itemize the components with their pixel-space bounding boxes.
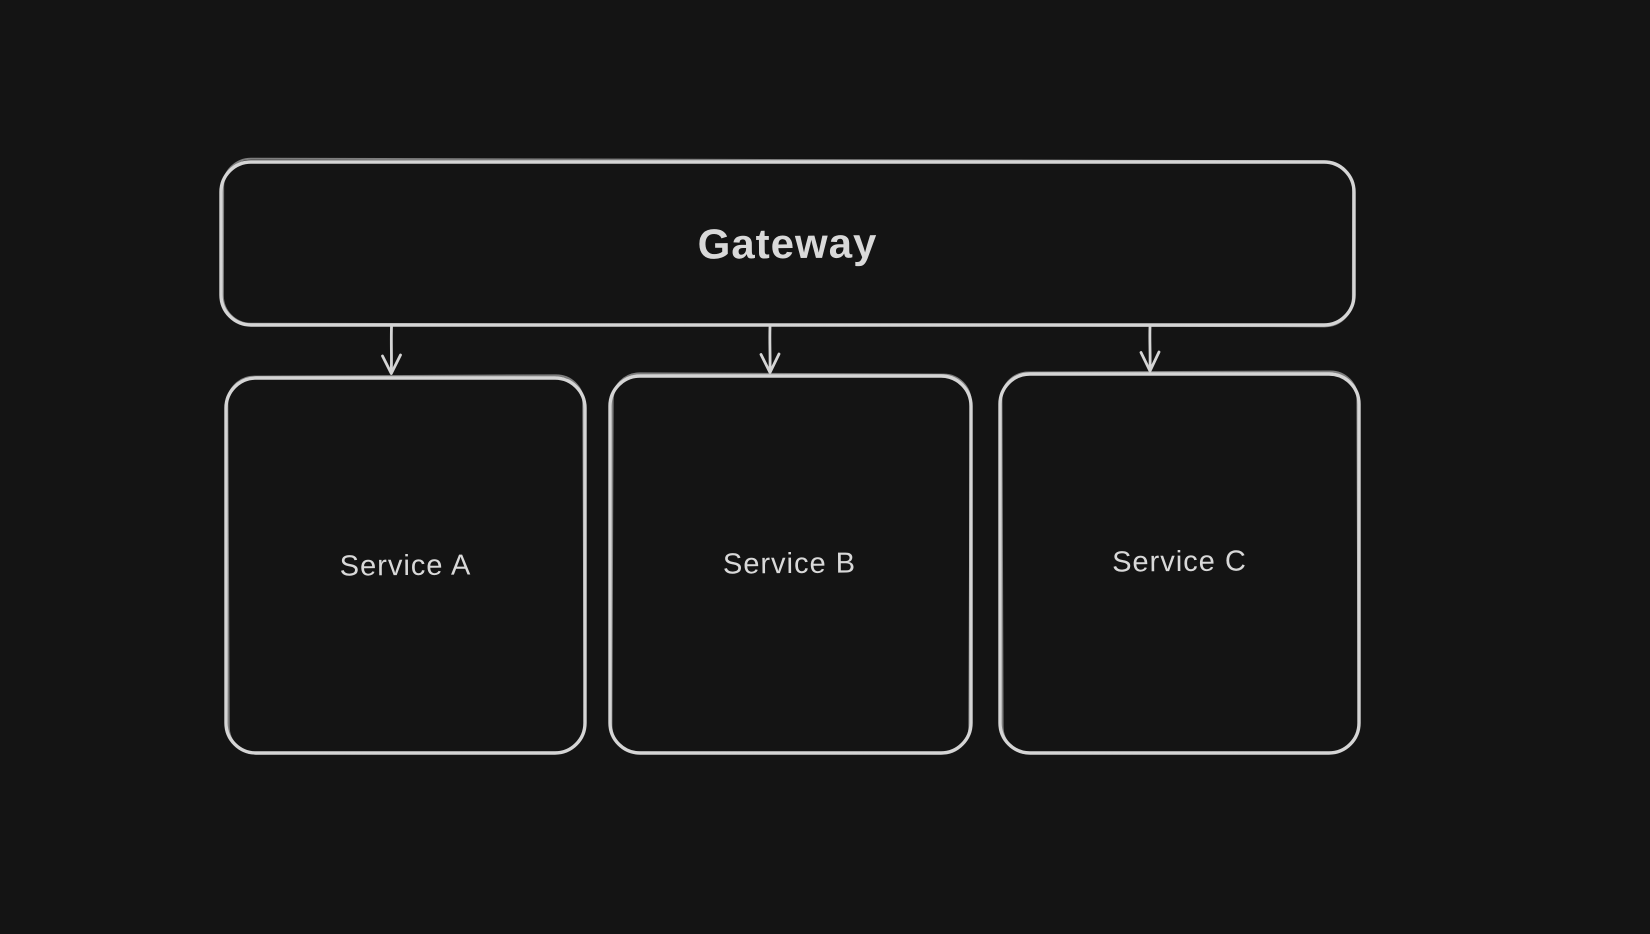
edge-gateway-to-service-b[interactable] — [759, 325, 781, 374]
gateway-node-shape[interactable] — [219, 157, 1356, 328]
edge-gateway-to-service-c[interactable] — [1139, 325, 1161, 373]
service-c-node-shape[interactable] — [998, 370, 1361, 755]
edge-gateway-to-service-a[interactable] — [381, 325, 402, 375]
service-b-node-shape[interactable] — [608, 372, 973, 755]
service-a-node-shape[interactable] — [224, 374, 587, 755]
